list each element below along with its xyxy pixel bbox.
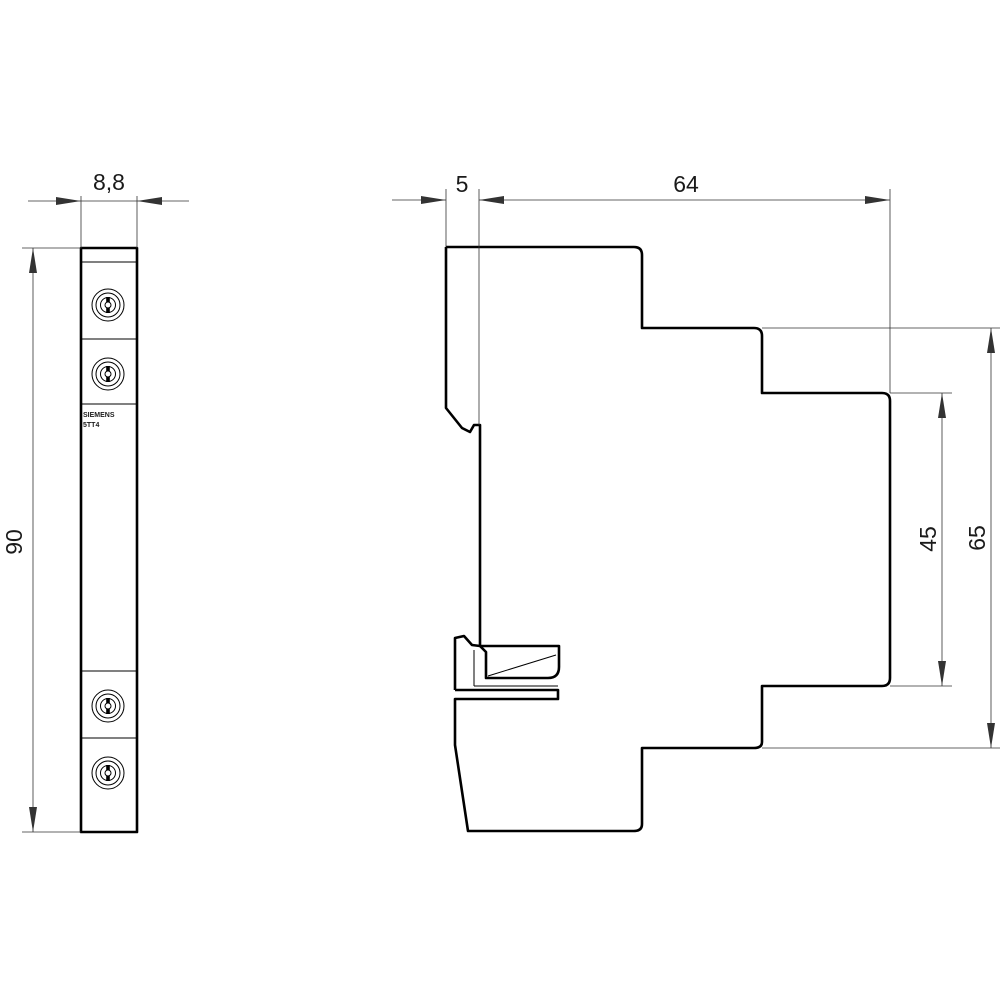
arrowhead <box>987 328 995 353</box>
arrowhead <box>56 197 81 205</box>
brand-label: SIEMENS <box>83 412 115 419</box>
dimension-width-label: 8,8 <box>93 169 125 195</box>
dimension-inner-height-label: 45 <box>915 526 941 552</box>
side-view: 5 64 45 65 <box>392 171 1000 833</box>
dimension-offset-label: 5 <box>456 171 469 197</box>
dimension-depth-label: 64 <box>673 171 699 197</box>
front-view: SIEMENS 5TT4 8,8 90 <box>1 169 189 834</box>
arrowhead <box>987 723 995 748</box>
terminal-screw-icon <box>91 689 125 723</box>
side-body-outline <box>446 245 892 833</box>
arrowhead <box>29 248 37 273</box>
arrowhead <box>938 661 946 686</box>
arrowhead <box>137 197 162 205</box>
front-body-outline <box>79 246 139 834</box>
dimension-height-label: 90 <box>1 529 27 555</box>
arrowhead <box>421 196 446 204</box>
terminal-screw-icon <box>91 756 125 790</box>
din-clip-latch <box>453 634 481 690</box>
terminal-screw-icon <box>91 357 125 391</box>
arrowhead <box>29 807 37 832</box>
latch-diagonal <box>487 654 557 677</box>
din-clip-latch <box>478 644 561 680</box>
arrowhead <box>865 196 890 204</box>
side-body-outline <box>444 247 482 646</box>
dimension-outer-height-label: 65 <box>964 525 990 551</box>
arrowhead <box>938 393 946 418</box>
type-label: 5TT4 <box>83 422 99 429</box>
terminal-screw-icon <box>91 288 125 322</box>
